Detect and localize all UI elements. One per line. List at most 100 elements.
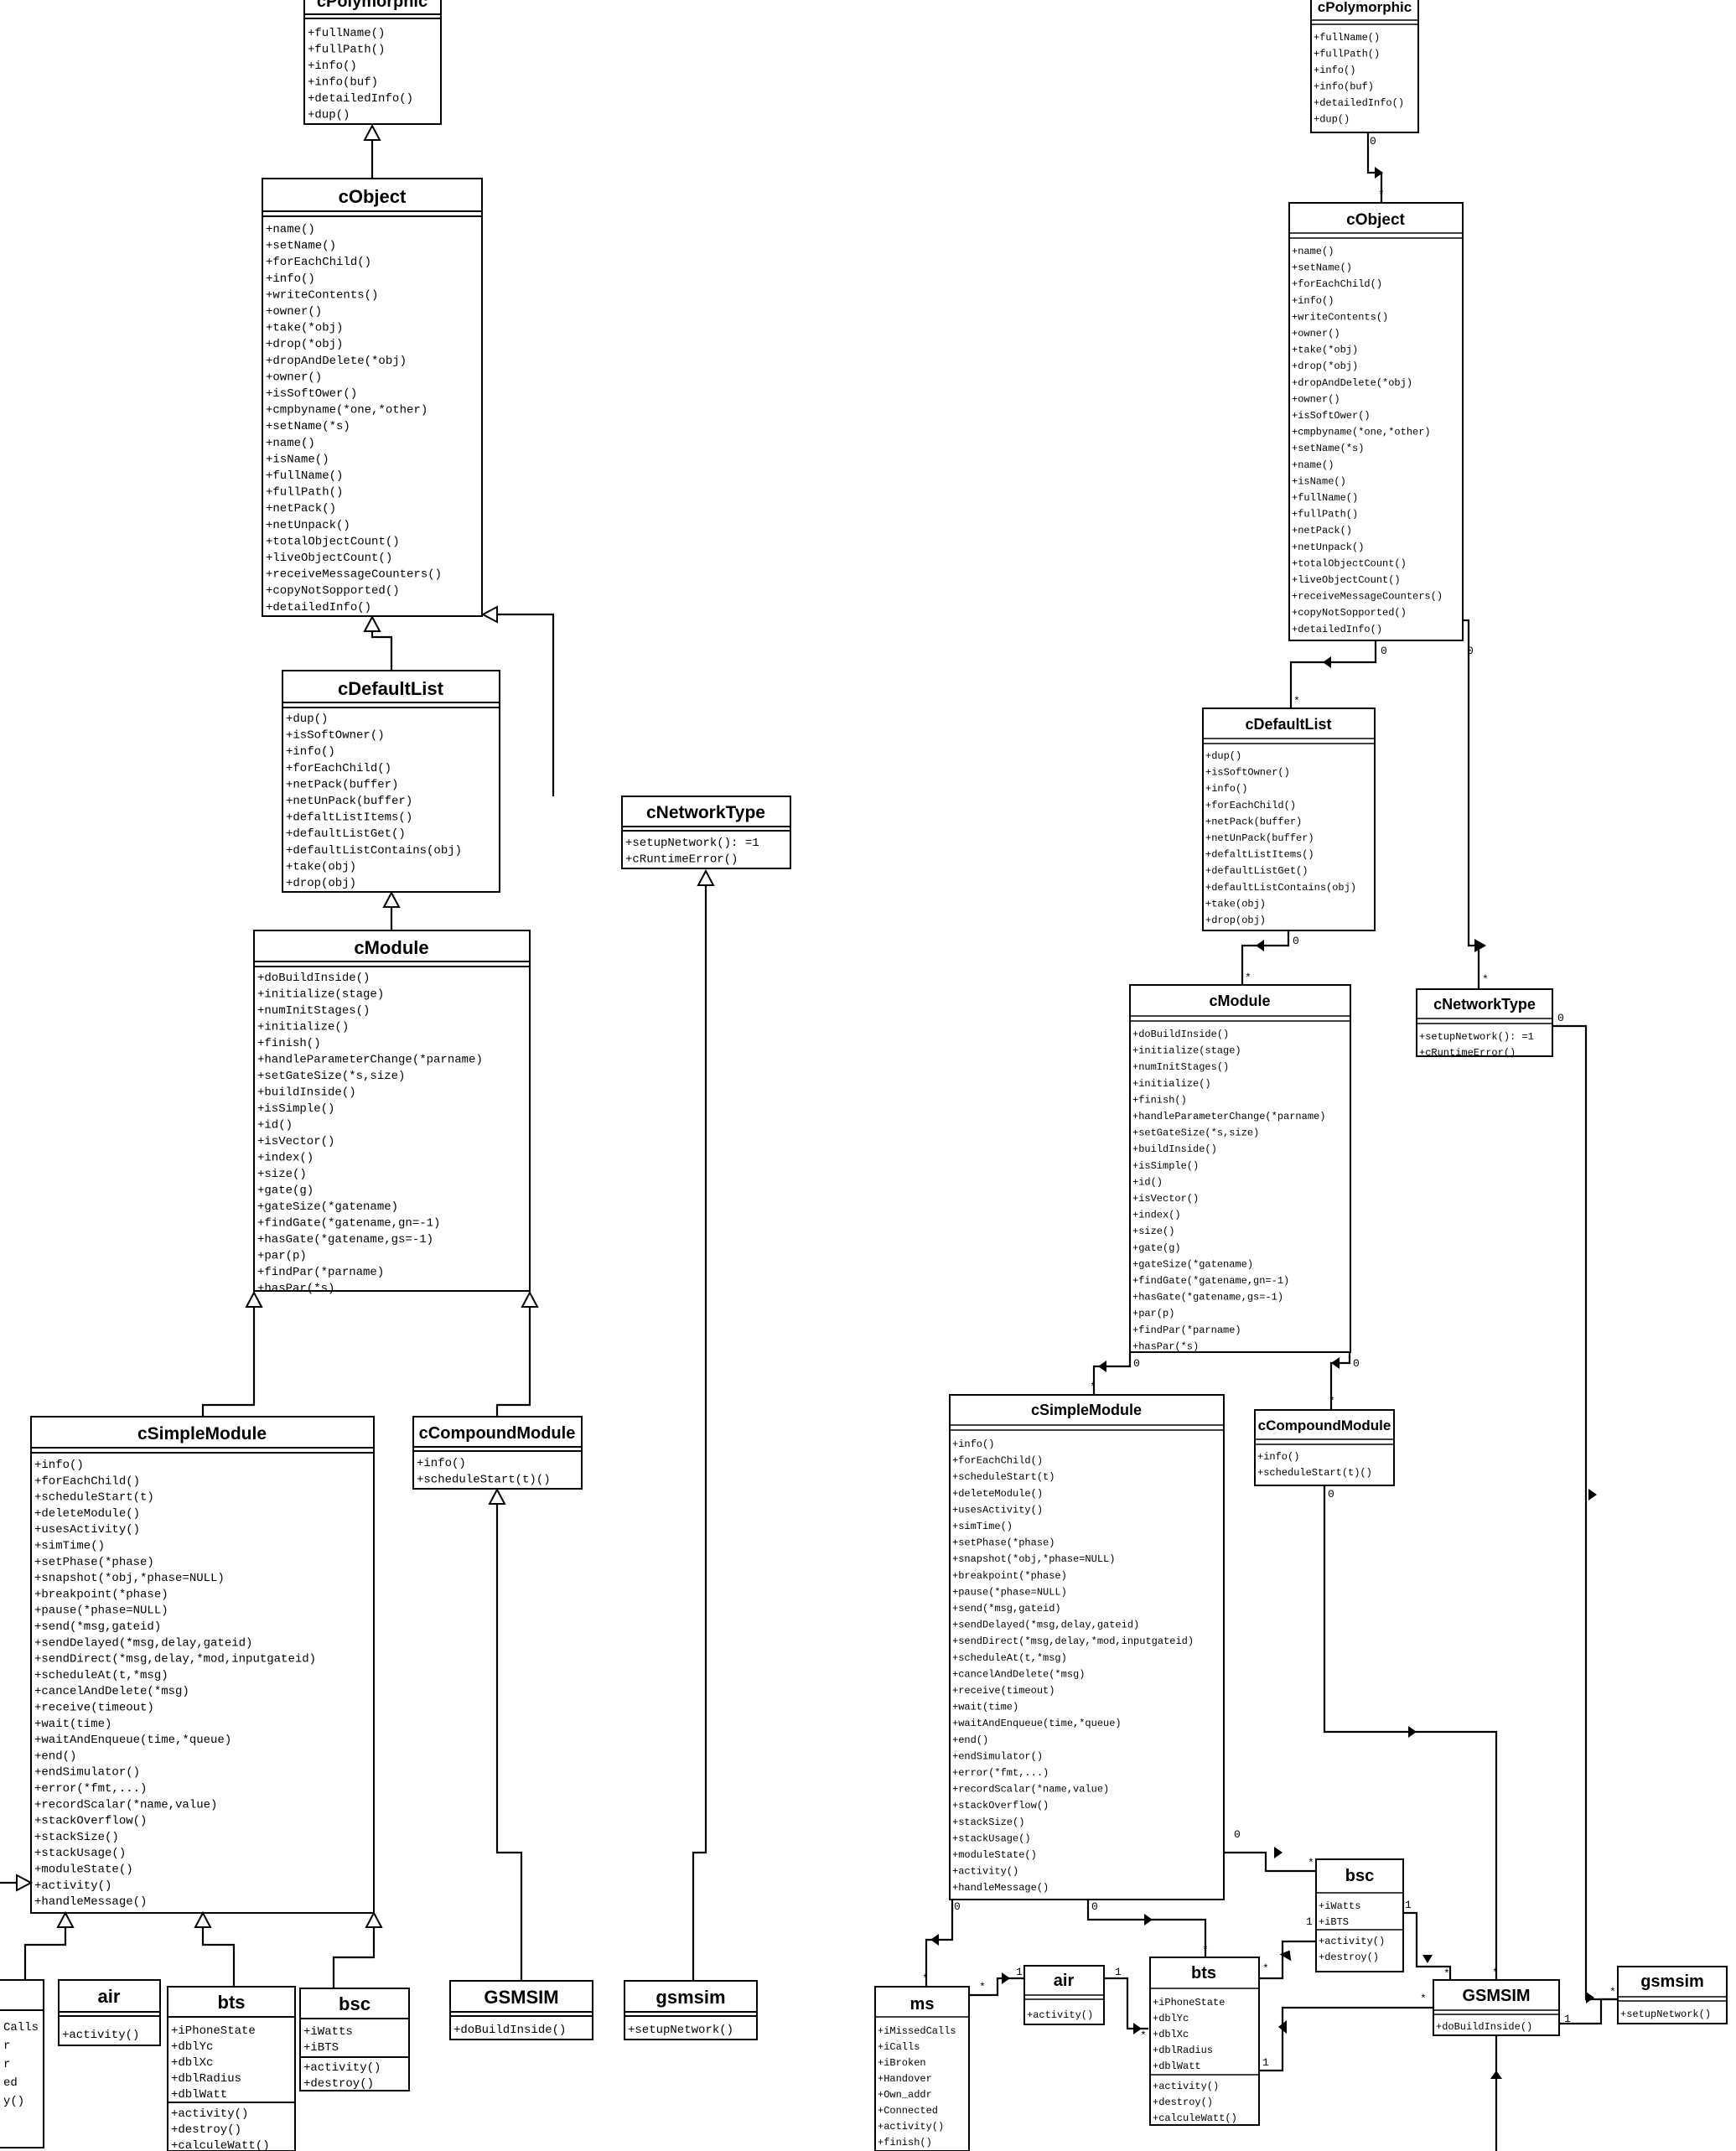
class-member: +copyNotSopported() — [266, 584, 400, 598]
class-cPolymorphic-left[interactable]: cPolymorphic +fullName()+fullPath()+info… — [303, 0, 442, 125]
class-cNetworkType-right[interactable]: cNetworkType +setupNetwork(): =1+cRuntim… — [1416, 988, 1553, 1059]
class-GSMSIM-left[interactable]: GSMSIM +doBuildInside() — [449, 1980, 593, 2040]
class-title: cCompoundModule — [419, 1424, 576, 1443]
class-member: +liveObjectCount() — [1292, 574, 1401, 586]
association-line — [1259, 1940, 1316, 1980]
multiplicity-label: 1 — [1016, 1966, 1023, 1978]
association-arrow — [1274, 1847, 1283, 1858]
multiplicity-label: 0 — [1381, 645, 1387, 657]
association-arrow — [1588, 1489, 1597, 1501]
class-member: +par(p) — [257, 1250, 307, 1263]
class-title: GSMSIM — [484, 1987, 558, 2008]
class-member: +name() — [1292, 246, 1334, 257]
class-member: +drop(obj) — [1205, 915, 1266, 926]
association-arrow — [1422, 1955, 1433, 1963]
class-member: +gate(g) — [1132, 1242, 1181, 1254]
class-member: +gateSize(*gatename) — [1132, 1258, 1253, 1270]
class-cSimpleModule-right[interactable]: cSimpleModule +info()+forEachChild()+sch… — [949, 1394, 1225, 1900]
class-member: +info() — [1292, 295, 1334, 307]
class-member: y() — [3, 2095, 24, 2108]
class-member: +isSoftOwer() — [1292, 410, 1371, 422]
class-member: +fullName() — [266, 469, 343, 483]
class-member: +error(*fmt,...) — [34, 1782, 147, 1796]
class-member: +snapshot(*obj,*phase=NULL) — [952, 1553, 1115, 1565]
class-member: +sendDirect(*msg,delay,*mod,inputgateid) — [952, 1635, 1194, 1647]
class-member: +isName() — [266, 453, 329, 466]
class-bsc-left[interactable]: bsc +iWatts+iBTS +activity()+destroy() — [299, 1988, 410, 2091]
class-air-left[interactable]: air +activity() — [58, 1979, 161, 2046]
class-member: +dblXc — [171, 2056, 213, 2070]
member-list: +iWatts+iBTS — [303, 2025, 353, 2055]
class-ms-right[interactable]: ms +iMissedCalls+iCalls+iBroken+Handover… — [874, 1986, 970, 2151]
multiplicity-label: * — [1202, 1944, 1209, 1957]
class-member: +scheduleStart(t) — [34, 1491, 154, 1505]
class-member: +info() — [952, 1438, 994, 1450]
member-list: +setupNetwork() — [1620, 2008, 1711, 2020]
class-member: +dup() — [1205, 750, 1241, 762]
class-cDefaultList-left[interactable]: cDefaultList +dup()+isSoftOwner()+info()… — [282, 670, 500, 893]
class-member: +setName() — [266, 240, 336, 253]
inheritance-arrow — [16, 1874, 34, 1892]
class-bts-right[interactable]: bts +iPhoneState+dblYc+dblXc+dblRadius+d… — [1149, 1957, 1260, 2126]
class-member: +isSimple() — [1132, 1160, 1199, 1172]
class-member: +info() — [1314, 65, 1355, 76]
class-member: +deleteModule() — [34, 1507, 140, 1521]
class-member: +Connected — [878, 2105, 938, 2117]
class-cCompoundModule-right[interactable]: cCompoundModule +info()+scheduleStart(t)… — [1254, 1409, 1395, 1486]
class-member: +netUnPack(buffer) — [286, 795, 412, 808]
class-member: +defaltListItems() — [1205, 849, 1314, 861]
class-cModule-left[interactable]: cModule +doBuildInside()+initialize(stag… — [253, 930, 531, 1296]
class-member: +netUnPack(buffer) — [1205, 832, 1314, 844]
class-member: +activity() — [62, 2029, 139, 2042]
class-member: +isSimple() — [257, 1102, 334, 1116]
class-member: +isSoftOwer() — [266, 387, 357, 401]
class-cSimpleModule-left[interactable]: cSimpleModule +info()+forEachChild()+sch… — [30, 1416, 375, 1914]
class-member: +setupNetwork() — [1620, 2008, 1711, 2020]
multiplicity-label: 1 — [1306, 1915, 1313, 1928]
class-member: +error(*fmt,...) — [952, 1767, 1049, 1779]
association-line — [1104, 1977, 1148, 2030]
class-member: +fullName() — [1314, 32, 1380, 44]
class-member: +iMissedCalls — [878, 2025, 956, 2037]
class-member: +dblYc — [171, 2040, 213, 2054]
class-GSMSIM-right[interactable]: GSMSIM +doBuildInside() — [1433, 1979, 1560, 2036]
class-title: bsc — [339, 1993, 371, 2014]
member-list: +setupNetwork() — [628, 2024, 733, 2037]
class-member: +totalObjectCount() — [266, 535, 400, 548]
association-arrow — [1098, 1361, 1106, 1372]
class-gsmsim-right[interactable]: gsmsim +setupNetwork() — [1617, 1966, 1728, 2024]
association-line — [1552, 1024, 1618, 2001]
class-cModule-right[interactable]: cModule +doBuildInside()+initialize(stag… — [1129, 984, 1351, 1353]
class-member: +forEachChild() — [952, 1455, 1043, 1467]
multiplicity-label: 0 — [1557, 1012, 1564, 1024]
class-member: +activity() — [952, 1866, 1018, 1878]
class-air-right[interactable]: air +activity() — [1023, 1965, 1105, 2025]
class-member: +pause(*phase=NULL) — [34, 1604, 168, 1618]
class-member: +fullName() — [1292, 492, 1358, 504]
association-arrow — [1408, 1726, 1417, 1738]
class-member: +iPhoneState — [171, 2024, 256, 2038]
class-member: +activity() — [34, 1879, 111, 1893]
association-arrow — [1323, 656, 1331, 668]
class-member: +stackUsage() — [952, 1832, 1031, 1844]
class-bsc-right[interactable]: bsc +iWatts+iBTS +activity()+destroy() — [1315, 1858, 1404, 1972]
class-member: +dropAndDelete(*obj) — [1292, 377, 1412, 389]
class-member: +receive(timeout) — [952, 1685, 1055, 1697]
association-arrow — [930, 1934, 939, 1946]
class-cObject-left[interactable]: cObject +name()+setName()+forEachChild()… — [262, 178, 483, 617]
class-bts-left[interactable]: bts +iPhoneState+dblYc+dblXc+dblRadius+d… — [167, 1986, 296, 2151]
class-member: +drop(*obj) — [1292, 360, 1358, 372]
class-member: +index() — [257, 1152, 314, 1165]
class-cNetworkType-left[interactable]: cNetworkType +setupNetwork(): =1+cRuntim… — [621, 796, 791, 869]
class-cCompoundModule-left[interactable]: cCompoundModule +info()+scheduleStart(t)… — [412, 1416, 583, 1490]
class-cDefaultList-right[interactable]: cDefaultList +dup()+isSoftOwner()+info()… — [1202, 707, 1376, 931]
class-member: +calculeWatt() — [1153, 2112, 1237, 2124]
inheritance-line — [23, 1926, 67, 1980]
class-gsmsim-left[interactable]: gsmsim +setupNetwork() — [624, 1980, 758, 2040]
class-cObject-right[interactable]: cObject +name()+setName()+forEachChild()… — [1288, 202, 1464, 641]
multiplicity-label: 1 — [1405, 1899, 1412, 1911]
class-member: +numInitStages() — [1132, 1061, 1229, 1073]
class-cPolymorphic-right[interactable]: cPolymorphic +fullName()+fullPath()+info… — [1310, 0, 1419, 133]
class-title: cModule — [354, 937, 428, 958]
